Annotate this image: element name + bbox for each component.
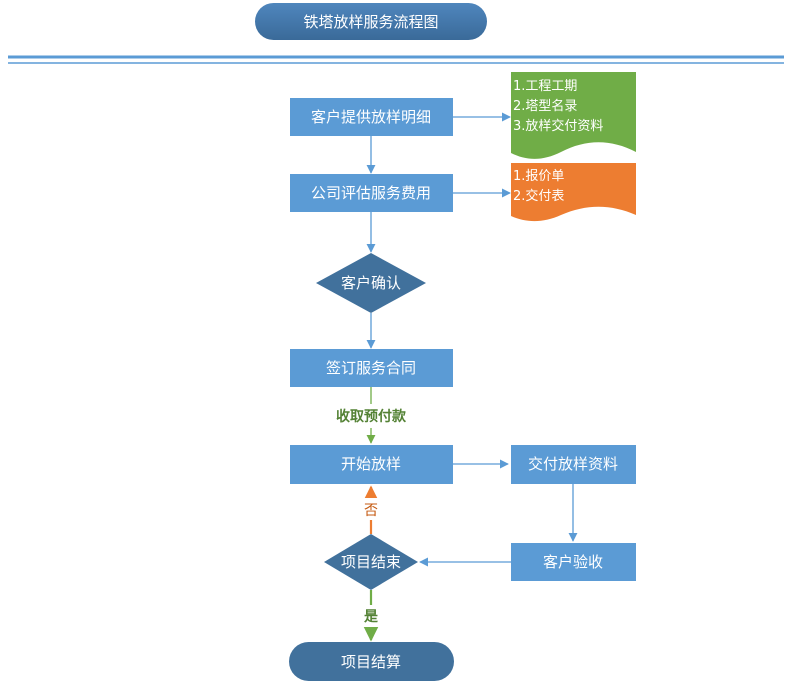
- svg-text:项目结算: 项目结算: [341, 653, 401, 671]
- connectors: [366, 112, 578, 567]
- page-title: 铁塔放样服务流程图: [303, 13, 438, 31]
- node-start-layout: 开始放样: [290, 445, 453, 484]
- doc-quotation: 1.报价单 2.交付表: [511, 163, 636, 222]
- node-deliver-data: 交付放样资料: [511, 445, 636, 484]
- edge-label-yes: 是: [364, 609, 379, 625]
- node-customer-confirm: 客户确认: [316, 253, 426, 313]
- doc-quotation-line-2: 2.交付表: [513, 188, 564, 204]
- svg-text:交付放样资料: 交付放样资料: [528, 455, 618, 473]
- node-company-assess: 公司评估服务费用: [290, 174, 453, 212]
- doc-requirements-line-3: 3.放样交付资料: [513, 118, 603, 134]
- svg-text:客户确认: 客户确认: [341, 274, 401, 292]
- header-divider: [8, 55, 784, 64]
- doc-quotation-line-1: 1.报价单: [513, 169, 564, 184]
- edge-label-no: 否: [364, 503, 378, 519]
- doc-requirements-line-1: 1.工程工期: [513, 79, 577, 94]
- node-project-end: 项目结束: [324, 534, 418, 590]
- node-customer-provide: 客户提供放样明细: [290, 98, 453, 136]
- edge-label-prepayment: 收取预付款: [336, 408, 407, 425]
- node-sign-contract: 签订服务合同: [290, 349, 453, 387]
- doc-requirements-line-2: 2.塔型名录: [513, 98, 577, 114]
- doc-requirements: 1.工程工期 2.塔型名录 3.放样交付资料: [511, 72, 636, 159]
- node-project-settle: 项目结算: [289, 642, 454, 681]
- title-block: 铁塔放样服务流程图: [255, 3, 487, 40]
- svg-text:项目结束: 项目结束: [341, 553, 401, 571]
- svg-text:客户提供放样明细: 客户提供放样明细: [311, 108, 431, 126]
- node-customer-check: 客户验收: [511, 543, 636, 581]
- svg-text:签订服务合同: 签订服务合同: [326, 359, 416, 377]
- svg-text:开始放样: 开始放样: [341, 455, 401, 473]
- svg-text:公司评估服务费用: 公司评估服务费用: [311, 184, 431, 202]
- svg-text:客户验收: 客户验收: [543, 553, 603, 571]
